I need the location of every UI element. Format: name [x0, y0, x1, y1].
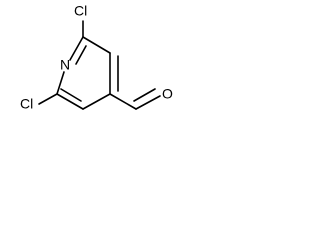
bond-n-c2-double — [75, 45, 87, 65]
atom-label-oxygen: O — [162, 86, 173, 102]
bond-c5-c6-double — [60, 88, 82, 102]
bond-cho-o-double — [133, 88, 156, 102]
bond-c6-cl-bottom — [38, 93, 58, 105]
bond-cho-o — [135, 95, 161, 110]
bond-c4-cho — [109, 93, 137, 110]
atom-label-chlorine-top: Cl — [74, 3, 87, 19]
bond-c5-c6 — [56, 93, 84, 110]
bond-c2-c3 — [82, 36, 111, 54]
bond-c6-n — [56, 71, 65, 95]
bond-n-c2 — [69, 36, 84, 61]
atom-label-chlorine-bottom: Cl — [20, 96, 33, 112]
atom-label-nitrogen: N — [60, 57, 70, 73]
molecule-structure: N Cl Cl O — [20, 3, 173, 112]
bond-c4-c5 — [82, 93, 111, 110]
